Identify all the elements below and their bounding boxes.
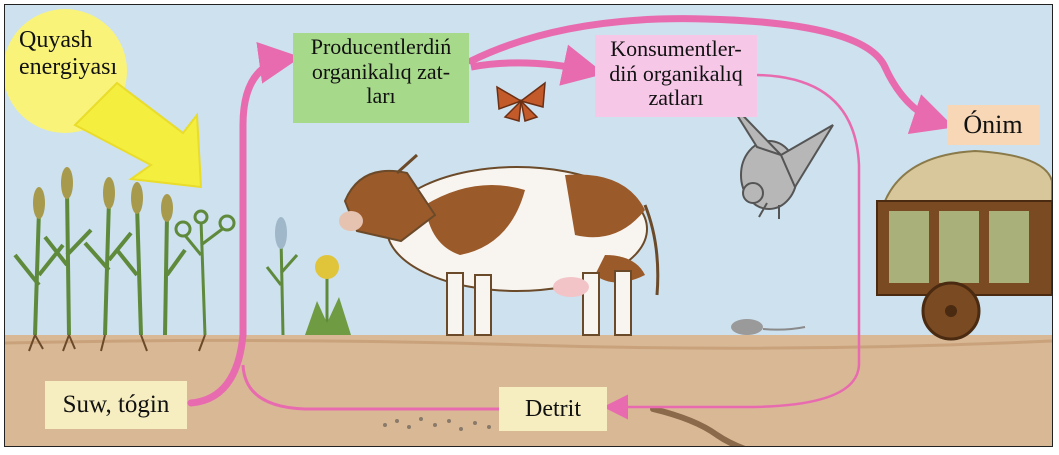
food-chain-diagram: Quyash energiyası Producentlerdiń organi… [4, 4, 1053, 447]
wild-flower-icon [275, 217, 287, 249]
consumers-organic-matter-box: Konsumentler- diń organikalıq zatları [595, 35, 757, 117]
sun-energy-label: Quyash energiyası [19, 27, 129, 81]
producers-label-line: organikalıq zat- [293, 60, 469, 85]
scene-illustration [5, 5, 1052, 446]
producers-label-line: Producentlerdiń [293, 35, 469, 60]
producers-organic-matter-box: Producentlerdiń organikalıq zat- ları [293, 33, 469, 123]
water-fertilizer-box: Suw, tógin [45, 381, 187, 429]
detritus-box: Detrit [499, 387, 607, 431]
producers-label-line: ları [293, 84, 469, 109]
consumers-label-line: zatları [595, 86, 757, 111]
sun-energy-label-line: Quyash [19, 27, 129, 54]
product-box: Ónim [947, 105, 1039, 145]
consumers-label-line: Konsumentler- [595, 37, 757, 62]
sun-energy-label-line: energiyası [19, 54, 129, 81]
consumers-label-line: diń organikalıq [595, 62, 757, 87]
